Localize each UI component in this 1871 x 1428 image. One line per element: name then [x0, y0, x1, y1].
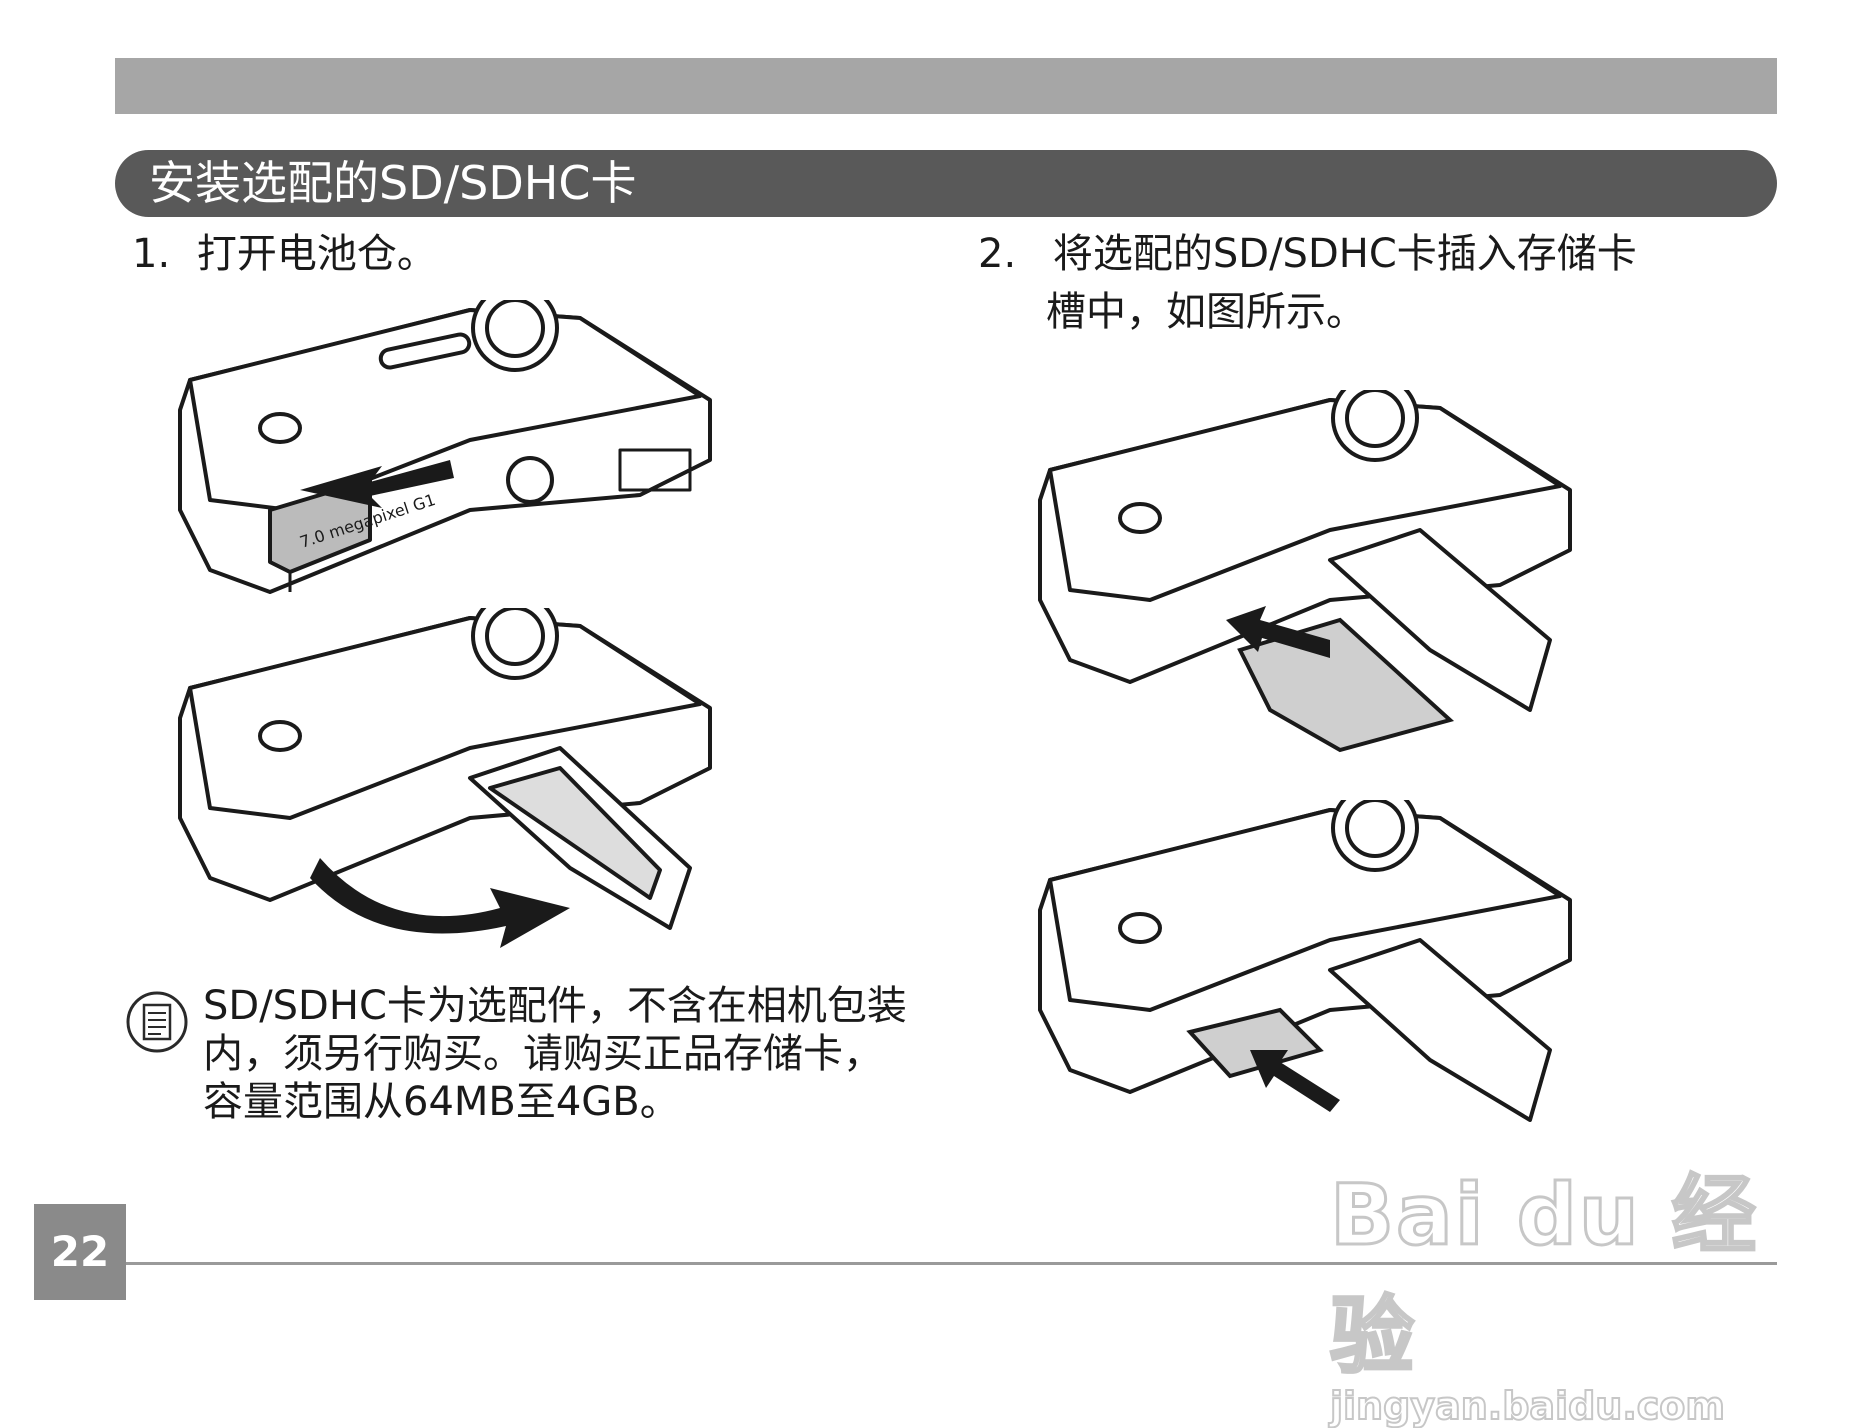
top-bar [115, 58, 1777, 114]
camera-illustration-insert-card [1030, 390, 1590, 760]
note-icon [125, 990, 189, 1054]
note-line-3: 容量范围从64MB至4GB。 [203, 1078, 973, 1126]
section-header: 安装选配的SD/SDHC卡 [115, 150, 1777, 217]
baidu-watermark: Bai du 经验 jingyan.baidu.com [1330, 1148, 1800, 1298]
page-number: 22 [34, 1204, 126, 1300]
curved-arrow-icon [310, 858, 570, 948]
step-1: 1. 打开电池仓。 [132, 226, 437, 282]
note-text: SD/SDHC卡为选配件，不含在相机包装 内，须另行购买。请购买正品存储卡， 容… [203, 982, 973, 1126]
step-2-text-line1: 将选配的SD/SDHC卡插入存储卡 [1053, 231, 1637, 277]
section-title: 安装选配的SD/SDHC卡 [149, 156, 636, 210]
step-1-number: 1. [132, 226, 170, 282]
camera-illustration-card-inserted [1030, 800, 1590, 1140]
step-1-text: 打开电池仓。 [197, 231, 437, 277]
camera-illustration-door-open [170, 608, 730, 948]
watermark-url: jingyan.baidu.com [1330, 1384, 1800, 1428]
watermark-logo: Bai du 经验 [1330, 1148, 1800, 1390]
camera-illustration-open-slide: 7.0 megapixel G1 [170, 300, 730, 600]
note-line-1: SD/SDHC卡为选配件，不含在相机包装 [203, 982, 973, 1030]
note-line-2: 内，须另行购买。请购买正品存储卡， [203, 1030, 973, 1078]
step-2-text-line2: 槽中，如图所示。 [1046, 289, 1366, 335]
step-2-number: 2. [978, 226, 1016, 282]
step-2: 2. 将选配的SD/SDHC卡插入存储卡 [978, 226, 1637, 282]
step-2-line2: 槽中，如图所示。 [1046, 284, 1366, 340]
